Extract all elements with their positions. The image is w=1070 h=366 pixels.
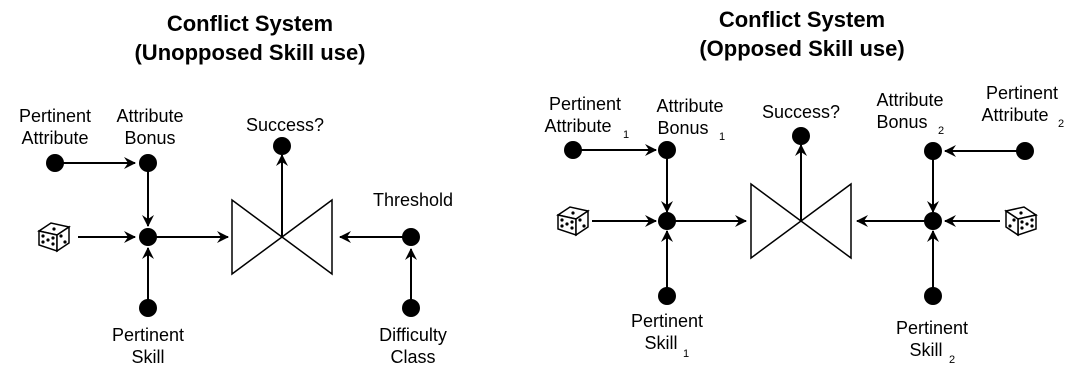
right-title-line1: Conflict System [719, 7, 885, 32]
right-attribute1-node [564, 141, 582, 159]
left-skill-label-line1: Pertinent [112, 325, 184, 345]
right-bonus2-label-line2: Bonus [876, 112, 927, 132]
left-attribute-label-line1: Pertinent [19, 106, 91, 126]
dice-icon [556, 206, 590, 237]
right-attribute1-label-line2: Attribute [544, 116, 611, 136]
left-success-label: Success? [246, 115, 324, 135]
left-title-line1: Conflict System [167, 11, 333, 36]
right-skill2-label-line2: Skill [909, 340, 942, 360]
right-skill1-node [658, 287, 676, 305]
right-sum1-node [658, 212, 676, 230]
right-bonus1-label-line2: Bonus [657, 118, 708, 138]
right-attribute1-subscript: 1 [623, 129, 629, 141]
left-difficulty-label-line1: Difficulty [379, 325, 447, 345]
right-skill1-subscript: 1 [683, 348, 689, 360]
left-comparator-right-half [280, 198, 333, 276]
dice-icon [37, 222, 71, 253]
right-bonus2-node [924, 142, 942, 160]
left-success-node [273, 137, 291, 155]
left-attribute-label-line2: Attribute [21, 128, 88, 148]
left-skill-node [139, 299, 157, 317]
right-attribute2-label-line1: Pertinent [986, 83, 1058, 103]
right-skill1-label-line1: Pertinent [631, 311, 703, 331]
right-bonus2-subscript: 2 [938, 125, 944, 137]
right-attribute2-subscript: 2 [1058, 118, 1064, 130]
right-sum2-node [924, 212, 942, 230]
right-bonus1-subscript: 1 [719, 131, 725, 143]
right-attribute2-node [1016, 142, 1034, 160]
left-bonus-label-line1: Attribute [116, 106, 183, 126]
right-bonus2-label-line1: Attribute [876, 90, 943, 110]
left-skill-label-line2: Skill [131, 347, 164, 366]
left-comparator-left-half [231, 198, 284, 276]
right-comparator-left-half [750, 182, 803, 260]
right-skill1-label-line2: Skill [644, 333, 677, 353]
opposed-diagram: Conflict System (Opposed Skill use) Pert… [544, 7, 1064, 366]
right-success-node [792, 127, 810, 145]
right-comparator-right-half [799, 182, 852, 260]
left-bonus-label-line2: Bonus [124, 128, 175, 148]
left-difficulty-label-line2: Class [390, 347, 435, 366]
right-bonus1-node [658, 141, 676, 159]
left-threshold-node [402, 228, 420, 246]
right-skill2-node [924, 287, 942, 305]
right-bonus1-label-line1: Attribute [656, 96, 723, 116]
left-attribute-node [46, 154, 64, 172]
right-title-line2: (Opposed Skill use) [699, 36, 904, 61]
left-difficulty-node [402, 299, 420, 317]
dice-icon [1004, 206, 1038, 237]
left-threshold-label: Threshold [373, 190, 453, 210]
right-skill2-label-line1: Pertinent [896, 318, 968, 338]
right-attribute2-label-line2: Attribute [981, 105, 1048, 125]
right-success-label: Success? [762, 102, 840, 122]
right-skill2-subscript: 2 [949, 354, 955, 366]
unopposed-diagram: Conflict System (Unopposed Skill use) Pe… [19, 11, 453, 366]
left-sum-node [139, 228, 157, 246]
left-title-line2: (Unopposed Skill use) [134, 40, 365, 65]
left-bonus-node [139, 154, 157, 172]
right-attribute1-label-line1: Pertinent [549, 94, 621, 114]
